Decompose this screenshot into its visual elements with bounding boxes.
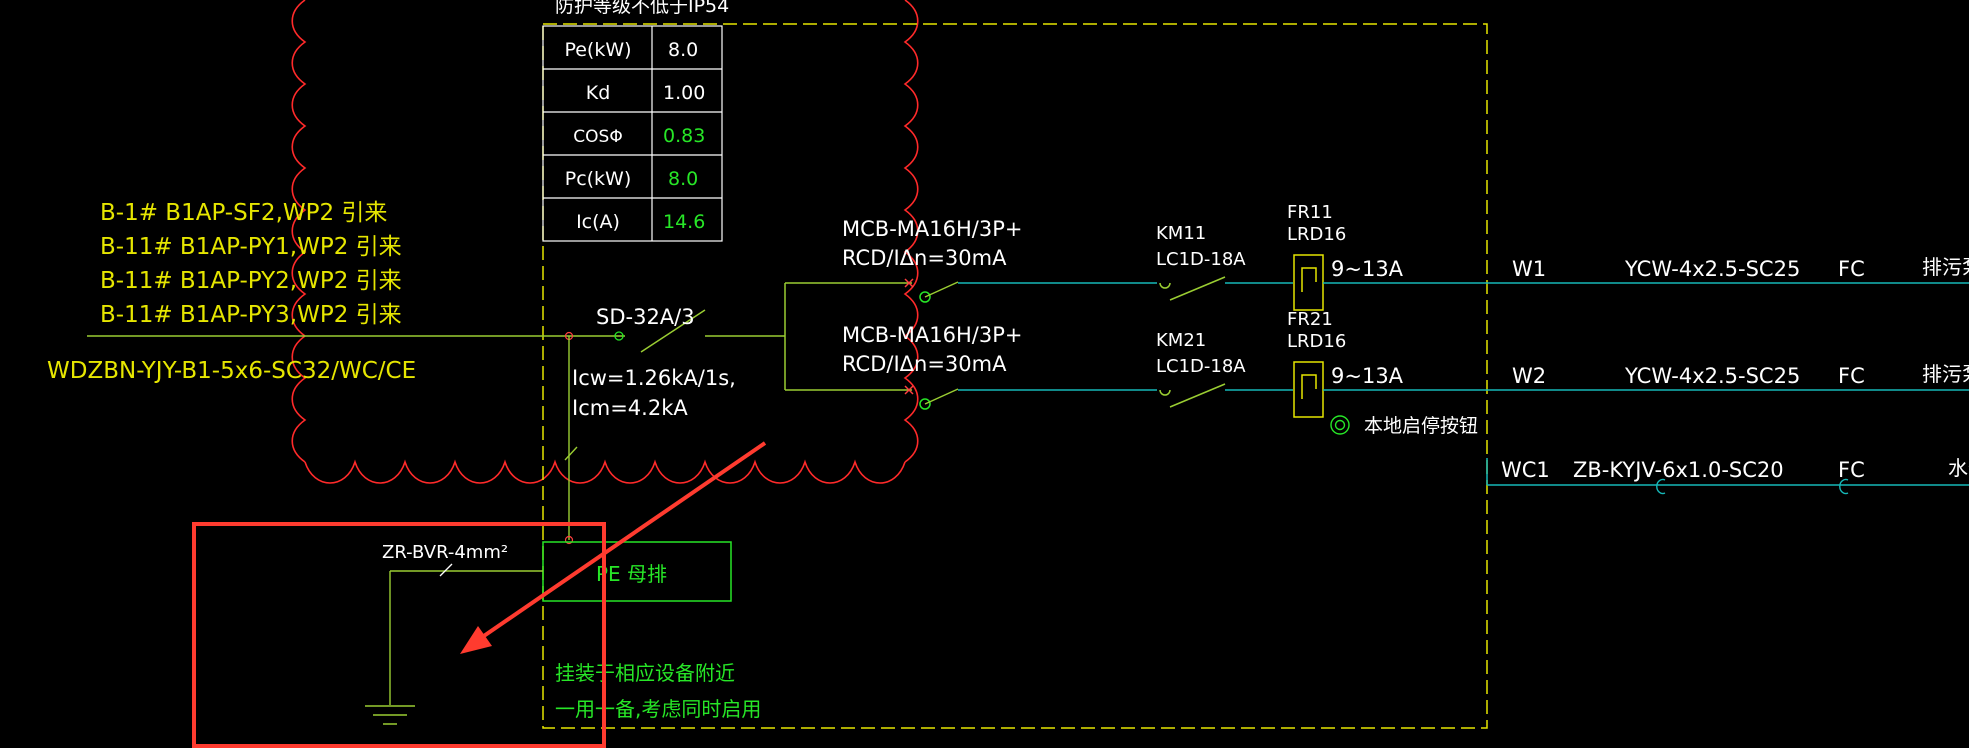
incoming-sources: B-1# B1AP-SF2,WP2 引来 B-11# B1AP-PY1,WP2 … (100, 200, 402, 328)
incoming-cable-label: WDZBN-YJY-B1-5x6-SC32/WC/CE (47, 358, 416, 384)
relay-id: FR21 (1287, 309, 1333, 330)
pe-busbar-label: PE 母排 (596, 562, 667, 586)
pe-node (564, 535, 574, 545)
load-name: 排污泵 (1922, 255, 1969, 279)
cable-spec: YCW-4x2.5-SC25 (1624, 364, 1800, 388)
circuit-id: W2 (1512, 364, 1546, 388)
switch-contact-icon (614, 331, 624, 341)
branch-bus (784, 282, 912, 391)
control-cable-spec: ZB-KYJV-6x1.0-SC20 (1573, 458, 1784, 482)
mcb-label: MCB-MA16H/3P+ (842, 323, 1022, 347)
table-row: 1.00 (663, 82, 705, 104)
rcd-label: RCD/IΔn=30mA (842, 352, 1007, 376)
note-line: 一用一备,考虑同时启用 (555, 697, 761, 721)
table-row: 14.6 (663, 211, 705, 233)
control-laying-method: FC (1838, 458, 1865, 482)
contactor-id: KM21 (1156, 330, 1206, 351)
contactor-model: LC1D-18A (1156, 356, 1246, 377)
revision-cloud (291, 0, 919, 484)
contactor-model: LC1D-18A (1156, 249, 1246, 270)
relay-range: 9~13A (1331, 364, 1404, 388)
mcb-label: MCB-MA16H/3P+ (842, 217, 1022, 241)
main-switch-blade (640, 309, 706, 353)
table-row: Kd (586, 82, 611, 104)
ground-cable-spec: ZR-BVR-4mm² (382, 542, 508, 563)
rcd-label: RCD/IΔn=30mA (842, 246, 1007, 270)
parameter-table (542, 25, 723, 242)
pe-tick (564, 446, 578, 461)
local-button-icon (1330, 415, 1350, 435)
main-switch-model: SD-32A/3 (596, 305, 695, 329)
laying-method: FC (1838, 257, 1865, 281)
relay-model: LRD16 (1287, 224, 1346, 245)
source-line: B-1# B1AP-SF2,WP2 引来 (100, 200, 387, 226)
source-line: B-11# B1AP-PY3,WP2 引来 (100, 302, 402, 328)
main-switch-icw: Icw=1.26kA/1s, (572, 366, 736, 390)
note-line: 挂装于相应设备附近 (555, 661, 735, 685)
control-load-name: 水位 (1948, 456, 1969, 480)
ground-wire-tick (439, 563, 453, 577)
contactor-1 (1159, 276, 1293, 301)
table-row: Pe(kW) (564, 39, 631, 61)
main-switch-icm: Icm=4.2kA (572, 396, 688, 420)
cable-spec: YCW-4x2.5-SC25 (1624, 257, 1800, 281)
control-circuit-id: WC1 (1501, 458, 1550, 482)
circuit-id: W1 (1512, 257, 1546, 281)
protection-note: 防护等级不低于IP54 (555, 0, 729, 17)
table-row: Ic(A) (576, 211, 620, 233)
parameter-table-cells: Pe(kW) 8.0 Kd 1.00 COSΦ 0.83 Pc(kW) 8.0 … (564, 39, 705, 233)
relay-model: LRD16 (1287, 331, 1346, 352)
thermal-relay-1-icon (1293, 254, 1324, 311)
table-row: Pc(kW) (565, 168, 632, 190)
table-row: 8.0 (668, 39, 698, 61)
table-row: COSΦ (573, 127, 622, 147)
load-name: 排污泵 (1922, 362, 1969, 386)
table-row: 8.0 (668, 168, 698, 190)
panel-boundary (542, 23, 1488, 729)
thermal-relay-2-icon (1293, 361, 1324, 418)
contactor-2 (1159, 383, 1293, 408)
breaker-2 (904, 385, 959, 410)
laying-method: FC (1838, 364, 1865, 388)
breaker-1 (904, 278, 959, 303)
source-line: B-11# B1AP-PY2,WP2 引来 (100, 268, 402, 294)
conduit-mark-icon (1656, 478, 1666, 495)
conduit-mark-icon (1839, 478, 1849, 495)
annotation-highlight-box (192, 522, 606, 748)
earth-ground-icon (365, 705, 415, 725)
relay-range: 9~13A (1331, 257, 1404, 281)
table-row: 0.83 (663, 125, 705, 147)
relay-id: FR11 (1287, 202, 1333, 223)
contactor-id: KM11 (1156, 223, 1206, 244)
source-line: B-11# B1AP-PY1,WP2 引来 (100, 234, 402, 260)
local-button-label: 本地启停按钮 (1364, 415, 1478, 437)
annotation-arrow (460, 441, 767, 654)
